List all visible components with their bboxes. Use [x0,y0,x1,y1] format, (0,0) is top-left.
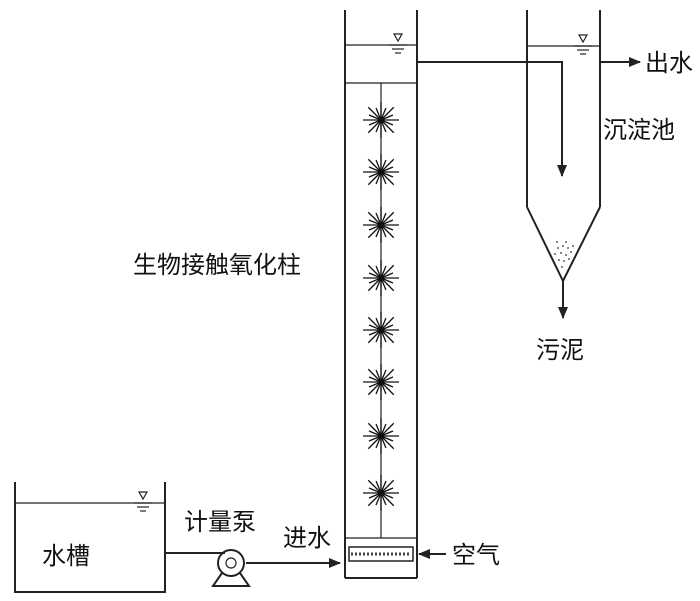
reactor-column [344,10,418,579]
biofilm-carrier-icon [363,154,399,190]
sludge-dots [554,241,574,268]
water-level-icon [134,491,152,512]
sludge-dot [567,247,569,249]
sludge-dot [562,245,564,247]
metering-pump-label: 计量泵 [184,508,256,536]
sludge-dot [570,251,572,253]
sludge-dot [560,252,562,254]
sludge-dot [565,241,567,243]
biofilm-carrier-icon [363,207,399,243]
sludge-label: 污泥 [536,336,584,364]
sludge-dot [568,258,570,260]
sludge-dot [558,259,560,261]
biofilm-carrier-icon [363,364,399,400]
water-tank: 水槽 [14,482,166,593]
sludge-dot [561,266,563,268]
water-tank-label: 水槽 [42,542,90,570]
sludge-dot [557,247,559,249]
aerator-icon [348,546,414,562]
biofilm-carrier-icon [363,312,399,348]
biofilm-carrier-icon [363,102,399,138]
sedimentation-tank [526,10,601,282]
water-level-icon [389,33,407,54]
biofilm-carrier-icon [363,260,399,296]
air-label: 空气 [452,541,500,569]
biofilm-carriers [363,102,399,511]
water-outlet-label: 出水 [645,49,693,77]
biofilm-carrier-icon [363,418,399,454]
sludge-dot [565,254,567,256]
water-level-icon [574,34,592,55]
sludge-dot [572,245,574,247]
biofilm-carrier-icon [363,475,399,511]
inlet-pipe [165,552,341,568]
sludge-dot [554,253,556,255]
water-inlet-label: 进水 [283,524,331,552]
sedimentation-tank-label: 沉淀池 [603,116,675,144]
sludge-dot [563,260,565,262]
reactor-column-label: 生物接触氧化柱 [133,251,301,279]
pump-icon [211,549,251,587]
sludge-dot [556,241,558,243]
